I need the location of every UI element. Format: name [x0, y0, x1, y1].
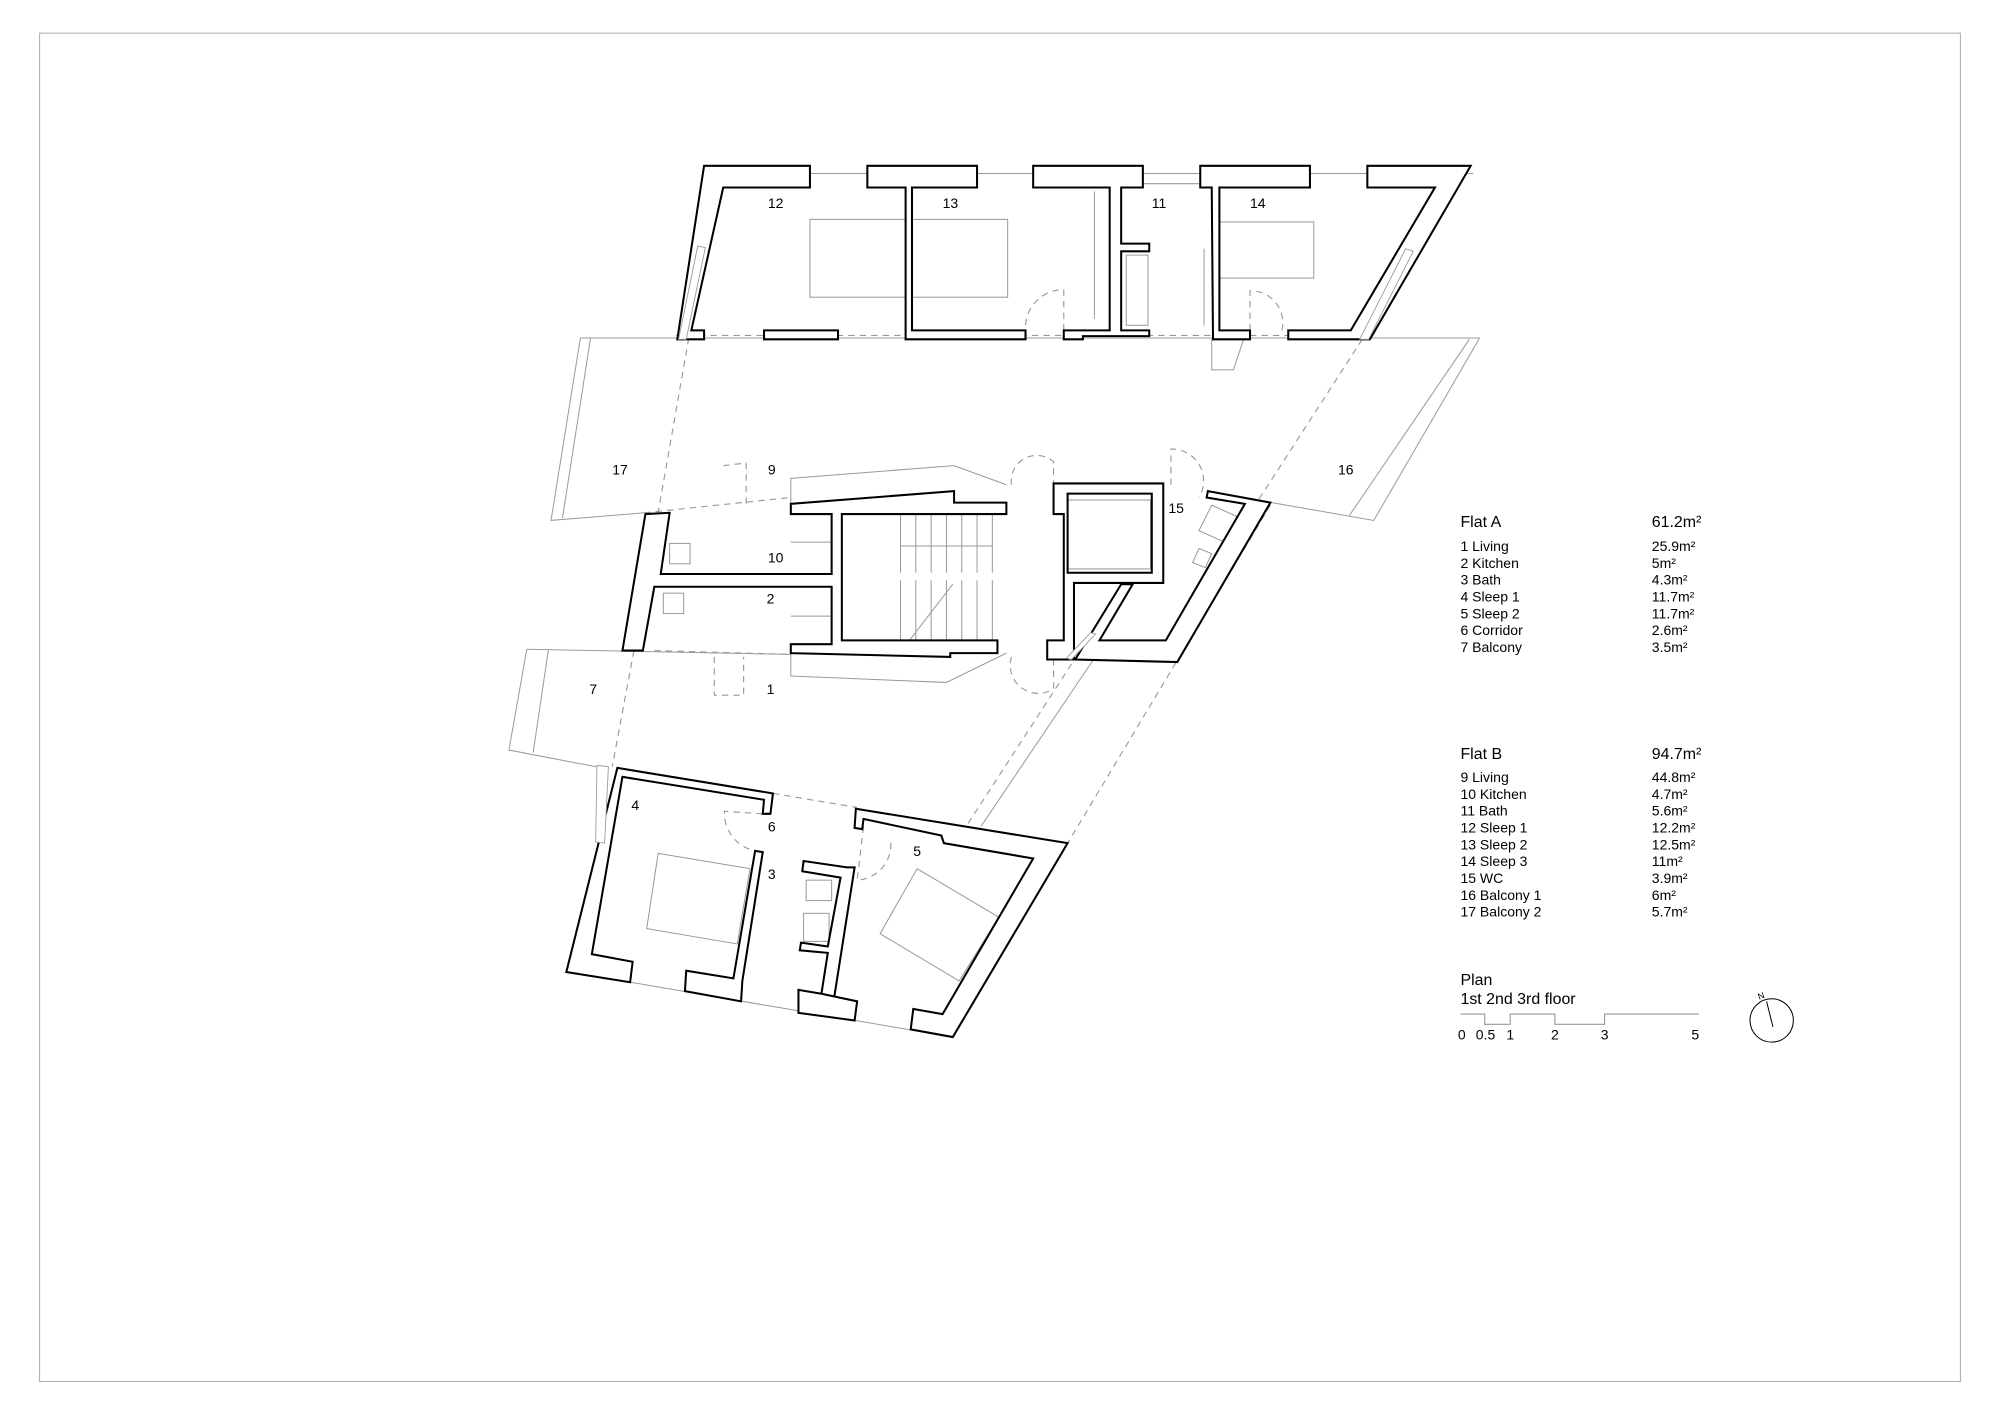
- flat-a-room-name: 2 Kitchen: [1460, 555, 1518, 571]
- bed-sleep-3: [1218, 221, 1315, 279]
- flat-b-room-area: 11m²: [1652, 853, 1683, 869]
- flat-b-room-area: 12.5m²: [1652, 836, 1696, 852]
- flat-a-room-area: 5m²: [1652, 555, 1676, 571]
- flat-b-room-area: 44.8m²: [1652, 769, 1696, 785]
- walls: [565, 164, 1473, 1039]
- room-label-5: 5: [913, 843, 921, 859]
- flat-a-room-area: 11.7m²: [1652, 605, 1695, 621]
- legend-flat-a: Flat A 61.2m² 1 Living 25.9m² 2 Kitchen 5m²…: [1460, 514, 1701, 655]
- room-label-17: 17: [612, 462, 628, 478]
- room-label-6: 6: [768, 819, 776, 835]
- scale-tick-0: 0: [1458, 1027, 1466, 1043]
- flat-a-total: 61.2m²: [1652, 514, 1702, 531]
- flat-a-room-name: 4 Sleep 1: [1460, 589, 1519, 605]
- flat-b-room-area: 12.2m²: [1652, 819, 1696, 835]
- north-arrow-icon: N: [1749, 990, 1794, 1043]
- flat-b-room-name: 10 Kitchen: [1460, 786, 1526, 802]
- room-label-11: 11: [1152, 195, 1167, 211]
- flat-b-title: Flat B: [1460, 746, 1502, 763]
- flat-b-room-name: 17 Balcony 2: [1460, 904, 1541, 920]
- north-label: N: [1756, 990, 1765, 1002]
- sheet-frame: [38, 32, 1962, 1383]
- flat-b-room-name: 11 Bath: [1460, 803, 1507, 819]
- room-label-3: 3: [768, 866, 776, 882]
- flat-b-room-area: 5.6m²: [1652, 803, 1688, 819]
- plan-subtitle: 1st 2nd 3rd floor: [1460, 991, 1576, 1008]
- balcony-outlines: [508, 172, 1481, 1038]
- scale-tick-0-5: 0.5: [1476, 1027, 1496, 1043]
- room-label-7: 7: [589, 681, 597, 697]
- plan-title: Plan: [1460, 972, 1492, 989]
- flat-b-room-area: 6m²: [1652, 887, 1676, 903]
- flat-a-room-area: 11.7m²: [1652, 589, 1695, 605]
- flat-b-room-area: 3.9m²: [1652, 870, 1688, 886]
- flat-b-room-name: 14 Sleep 3: [1460, 853, 1527, 869]
- room-label-10: 10: [768, 550, 784, 566]
- flat-a-room-area: 4.3m²: [1652, 572, 1688, 588]
- flat-b-total: 94.7m²: [1652, 746, 1702, 763]
- room-labels: 12 13 11 14 17 9 16 15 10 2 7 1 4 6 3 5: [589, 195, 1354, 882]
- flat-b-room-name: 13 Sleep 2: [1460, 836, 1527, 852]
- room-label-2: 2: [767, 590, 775, 606]
- room-label-4: 4: [631, 797, 639, 813]
- scale-tick-5: 5: [1691, 1027, 1699, 1043]
- flat-a-room-area: 2.6m²: [1652, 622, 1688, 638]
- room-label-15: 15: [1168, 500, 1184, 516]
- flat-a-room-area: 3.5m²: [1652, 639, 1688, 655]
- flat-b-room-area: 4.7m²: [1652, 786, 1688, 802]
- flat-b-room-area: 5.7m²: [1652, 904, 1688, 920]
- flat-a-room-name: 6 Corridor: [1460, 622, 1523, 638]
- scale-bar: [1460, 1013, 1699, 1025]
- room-label-9: 9: [768, 462, 776, 478]
- scale-tick-3: 3: [1601, 1027, 1609, 1043]
- bed-sleep-2-5: [879, 867, 1000, 982]
- scale-tick-2: 2: [1551, 1027, 1559, 1043]
- flat-b-room-name: 16 Balcony 1: [1460, 887, 1541, 903]
- flat-a-room-name: 1 Living: [1460, 538, 1508, 554]
- elevator-car: [1065, 499, 1152, 570]
- flat-a-room-name: 5 Sleep 2: [1460, 605, 1519, 621]
- staircase: [900, 514, 993, 641]
- room-label-1: 1: [767, 681, 775, 697]
- room-label-16: 16: [1338, 462, 1354, 478]
- furniture: [646, 191, 1315, 982]
- flat-a-room-name: 7 Balcony: [1460, 639, 1522, 655]
- room-label-12: 12: [768, 195, 784, 211]
- bed-sleep-1-4: [646, 852, 751, 945]
- room-label-14: 14: [1250, 195, 1266, 211]
- flat-b-room-name: 12 Sleep 1: [1460, 819, 1527, 835]
- room-label-13: 13: [943, 195, 959, 211]
- flat-a-room-name: 3 Bath: [1460, 572, 1501, 588]
- flat-a-title: Flat A: [1460, 514, 1501, 531]
- flat-b-room-name: 15 WC: [1460, 870, 1503, 886]
- plan-title-block: Plan 1st 2nd 3rd floor 0 0.5 1 2 3 5 N: [1458, 972, 1794, 1043]
- legend-flat-b: Flat B 94.7m² 9 Living 44.8m² 10 Kitchen 4.…: [1460, 746, 1701, 920]
- flat-b-room-name: 9 Living: [1460, 769, 1508, 785]
- scale-tick-1: 1: [1506, 1027, 1514, 1043]
- flat-a-room-area: 25.9m²: [1652, 538, 1696, 554]
